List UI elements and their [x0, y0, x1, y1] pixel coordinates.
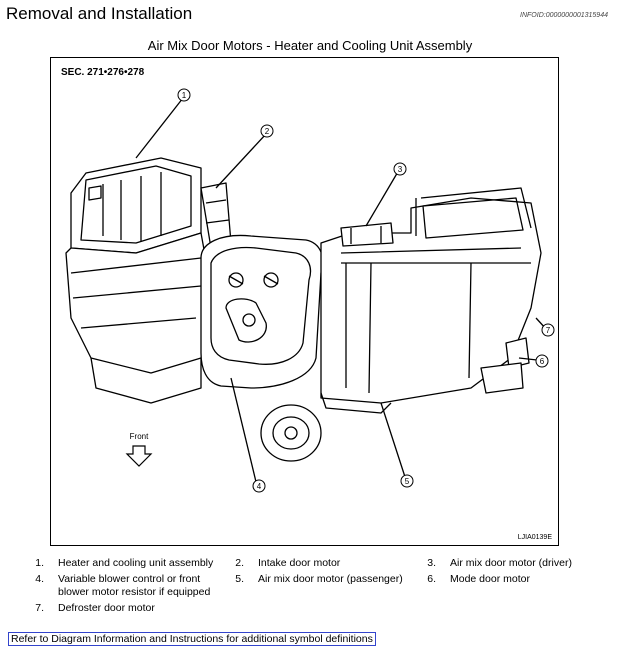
- legend-text: Air mix door motor (passenger): [258, 573, 403, 585]
- callout-6: [535, 354, 549, 368]
- legend-text: Defroster door motor: [58, 602, 155, 614]
- legend-number: 1.: [35, 557, 44, 569]
- legend-number: 4.: [35, 573, 44, 585]
- callout-1: [177, 88, 191, 102]
- legend-text: Air mix door motor (driver): [450, 557, 572, 569]
- diagram-figure: 1 2 3 4 5 6 7 Front SEC. 271•276•278 LJI…: [50, 57, 559, 546]
- callout-5: [400, 474, 414, 488]
- callout-label-7: 7: [546, 326, 551, 335]
- callout-label-2: 2: [265, 127, 270, 136]
- legend-number: 6.: [427, 573, 436, 585]
- front-label: Front: [130, 432, 149, 441]
- legend-number: 2.: [235, 557, 244, 569]
- callout-label-5: 5: [405, 477, 410, 486]
- callout-label-6: 6: [540, 357, 545, 366]
- front-arrow-icon: [125, 445, 153, 467]
- info-id: INFOID:0000000001315944: [520, 12, 608, 19]
- callout-label-1: 1: [182, 91, 187, 100]
- legend-text: Intake door motor: [258, 557, 341, 569]
- callout-3: [393, 162, 407, 176]
- callout-label-4: 4: [257, 482, 262, 491]
- legend-text: Heater and cooling unit assembly: [58, 557, 214, 569]
- diagram-instructions-link[interactable]: Refer to Diagram Information and Instruc…: [8, 632, 376, 646]
- heater-unit-drawing: 1 2 3 4 5 6 7 Front: [65, 88, 555, 493]
- figure-id: LJIA0139E: [517, 534, 552, 541]
- legend-text: Mode door motor: [450, 573, 530, 585]
- callout-4: [252, 479, 266, 493]
- legend-number: 5.: [235, 573, 244, 585]
- legend-number: 3.: [427, 557, 436, 569]
- diagram-caption: Air Mix Door Motors - Heater and Cooling…: [147, 38, 473, 53]
- legend-text: Variable blower control or front blower …: [58, 573, 211, 598]
- callout-7: [541, 323, 555, 337]
- section-reference: SEC. 271•276•278: [61, 67, 145, 78]
- page-title: Removal and Installation: [6, 4, 193, 23]
- callout-2: [260, 124, 274, 138]
- legend-number: 7.: [35, 602, 44, 614]
- callout-label-3: 3: [398, 165, 403, 174]
